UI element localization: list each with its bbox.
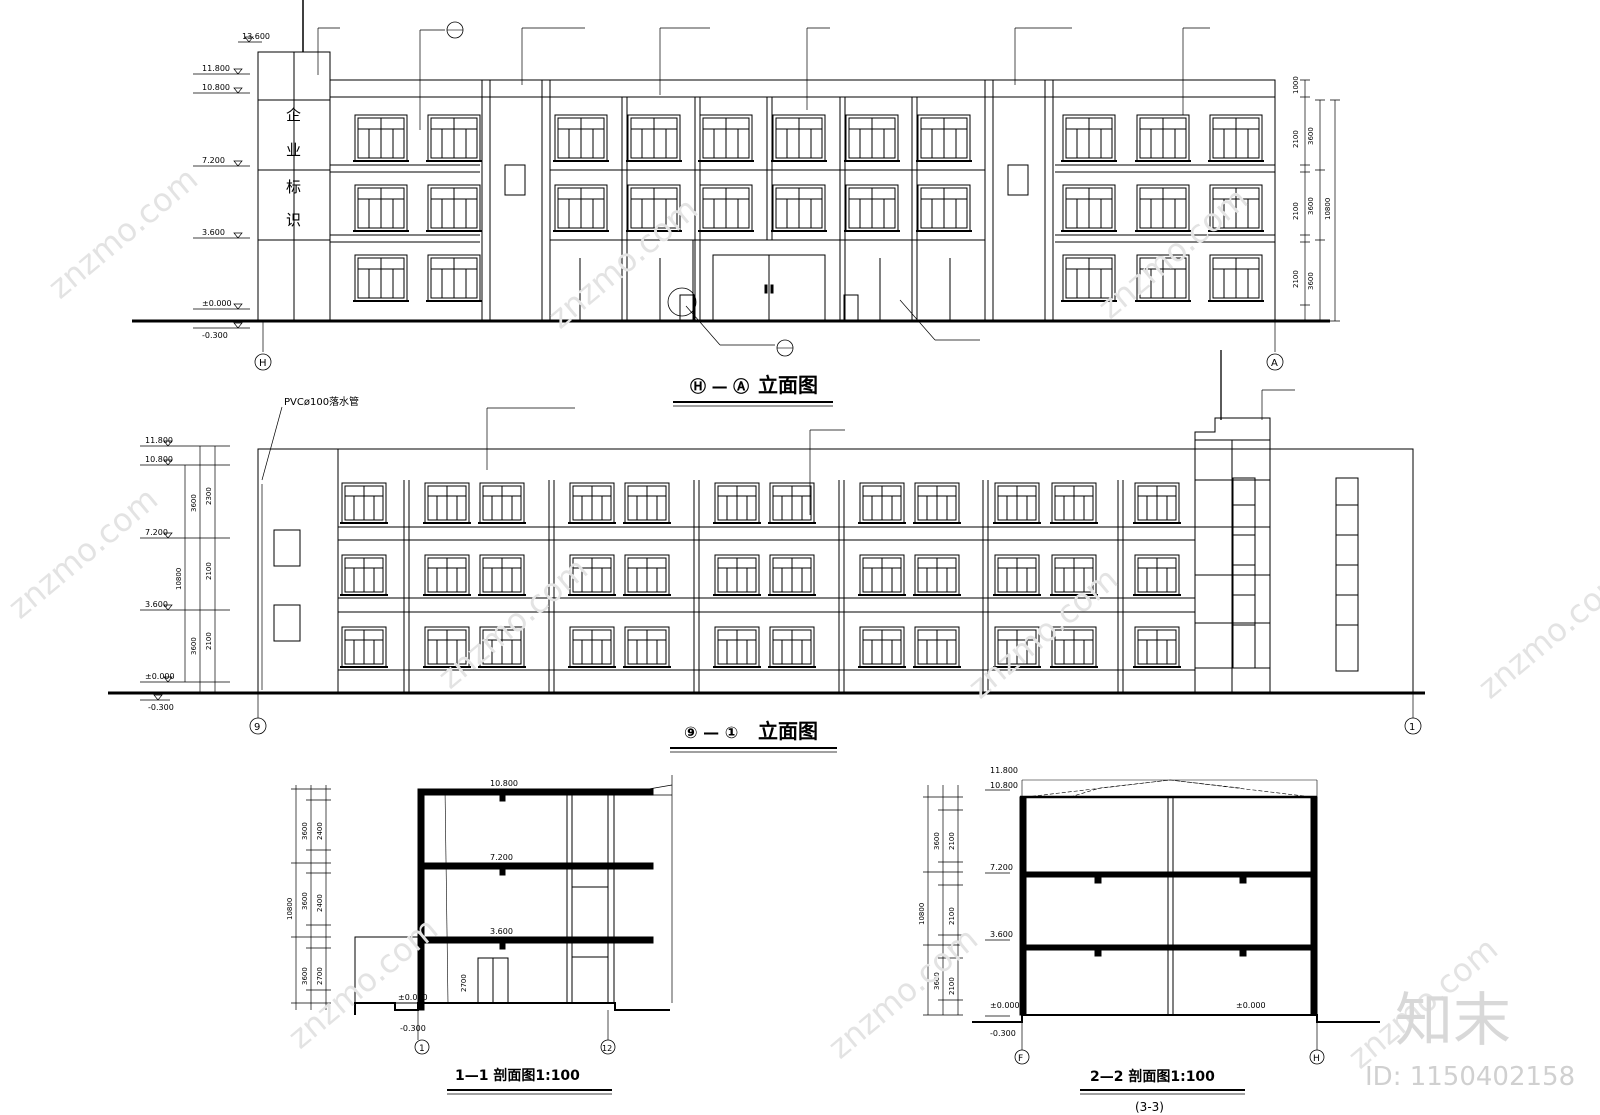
sign-char-4: 识 (286, 211, 301, 229)
level-neg: -0.300 (990, 1029, 1016, 1038)
dim-2400: 2400 (316, 894, 324, 912)
sign-char-3: 标 (286, 178, 301, 196)
section-1-1 (291, 775, 673, 1055)
dim-2100: 2100 (1292, 270, 1300, 288)
level-0: ±0.000 (990, 1001, 1020, 1010)
note-pvc: PVCø100落水管 (284, 395, 359, 408)
level-7200: 7.200 (202, 156, 225, 165)
dim-1000: 1000 (1292, 76, 1300, 94)
watermark-text: znzmo.com (961, 560, 1125, 706)
level-0: ±0.000 (398, 993, 428, 1002)
level-7200: 7.200 (990, 863, 1013, 872)
axis-f: F (1018, 1054, 1023, 1064)
dim-2700: 2700 (460, 974, 468, 992)
watermark-text: znzmo.com (41, 160, 205, 306)
title-axes-91: ⑨ — ① (684, 723, 738, 742)
level-neg: -0.300 (202, 331, 228, 340)
dim-10800: 10800 (1324, 198, 1332, 220)
dim-2300: 2300 (205, 487, 213, 505)
dim-10800: 10800 (918, 903, 926, 925)
dim-3600: 3600 (190, 494, 198, 512)
level-3600: 3.600 (202, 228, 225, 237)
axis-a: A (1271, 358, 1278, 369)
title-elev-91: 立面图 (758, 719, 818, 743)
elevation-9-1 (108, 350, 1425, 735)
axis-h: H (1313, 1054, 1320, 1064)
watermark-logo: 知末 (1395, 986, 1511, 1054)
axis-1: 1 (1409, 722, 1415, 733)
watermark-text: znzmo.com (821, 920, 985, 1066)
level-0: ±0.000 (145, 672, 175, 681)
axis-h: H (259, 358, 267, 369)
level-7200: 7.200 (145, 528, 168, 537)
axis-9: 9 (254, 722, 260, 733)
dim-2100: 2100 (205, 562, 213, 580)
dim-3600: 3600 (301, 892, 309, 910)
level-0: ±0.000 (202, 299, 232, 308)
dim-2100: 2100 (205, 632, 213, 650)
elevation-h-a (132, 0, 1340, 371)
level-10800: 10.800 (145, 455, 173, 464)
dim-3600: 3600 (1307, 197, 1315, 215)
dim-3600: 3600 (301, 822, 309, 840)
level-0-inner: ±0.000 (1236, 1001, 1266, 1010)
dim-3600: 3600 (933, 832, 941, 850)
level-3600: 3.600 (990, 930, 1013, 939)
watermark-text: znzmo.com (1, 480, 165, 626)
level-10800: 10.800 (202, 83, 230, 92)
watermarks: znzmo.com znzmo.com znzmo.com znzmo.com … (1, 160, 1600, 1092)
level-10800: 10.800 (490, 779, 518, 788)
dim-2100: 2100 (948, 832, 956, 850)
watermark-id: ID: 1150402158 (1365, 1062, 1575, 1092)
title-elev-ha: 立面图 (758, 373, 818, 397)
axis-12: 12 (602, 1044, 612, 1053)
sign-char-1: 企 (286, 106, 301, 124)
dim-2100: 2100 (1292, 202, 1300, 220)
dim-3600: 3600 (190, 637, 198, 655)
title-section-22: 2—2 剖面图1:100 (1090, 1068, 1215, 1085)
title-section-11: 1—1 剖面图1:100 (455, 1067, 580, 1084)
dim-2400: 2400 (316, 822, 324, 840)
dim-2100: 2100 (948, 977, 956, 995)
level-11800: 11.800 (145, 436, 173, 445)
watermark-text: znzmo.com (1471, 560, 1600, 706)
level-11800: 11.800 (202, 64, 230, 73)
level-3600: 3.600 (145, 600, 168, 609)
watermark-text: znzmo.com (431, 550, 595, 696)
sign-char-2: 业 (286, 141, 301, 159)
title-axes-ha: Ⓗ — Ⓐ (690, 377, 749, 396)
level-7200: 7.200 (490, 853, 513, 862)
level-10800: 10.800 (990, 781, 1018, 790)
dim-3600: 3600 (933, 972, 941, 990)
section-2-2 (923, 779, 1380, 1065)
level-11800: 11.800 (990, 766, 1018, 775)
dim-3600: 3600 (1307, 127, 1315, 145)
level-13600: 13.600 (242, 32, 270, 41)
dim-10800: 10800 (286, 898, 294, 920)
dim-2100: 2100 (948, 907, 956, 925)
dim-10800: 10800 (175, 568, 183, 590)
section-22-subtitle: (3-3) (1135, 1100, 1164, 1114)
dim-2700: 2700 (316, 967, 324, 985)
level-3600: 3.600 (490, 927, 513, 936)
axis-1: 1 (419, 1044, 425, 1054)
dim-3600: 3600 (1307, 272, 1315, 290)
level-neg: -0.300 (148, 703, 174, 712)
dim-3600: 3600 (301, 967, 309, 985)
level-neg: -0.300 (400, 1024, 426, 1033)
dim-2100: 2100 (1292, 130, 1300, 148)
